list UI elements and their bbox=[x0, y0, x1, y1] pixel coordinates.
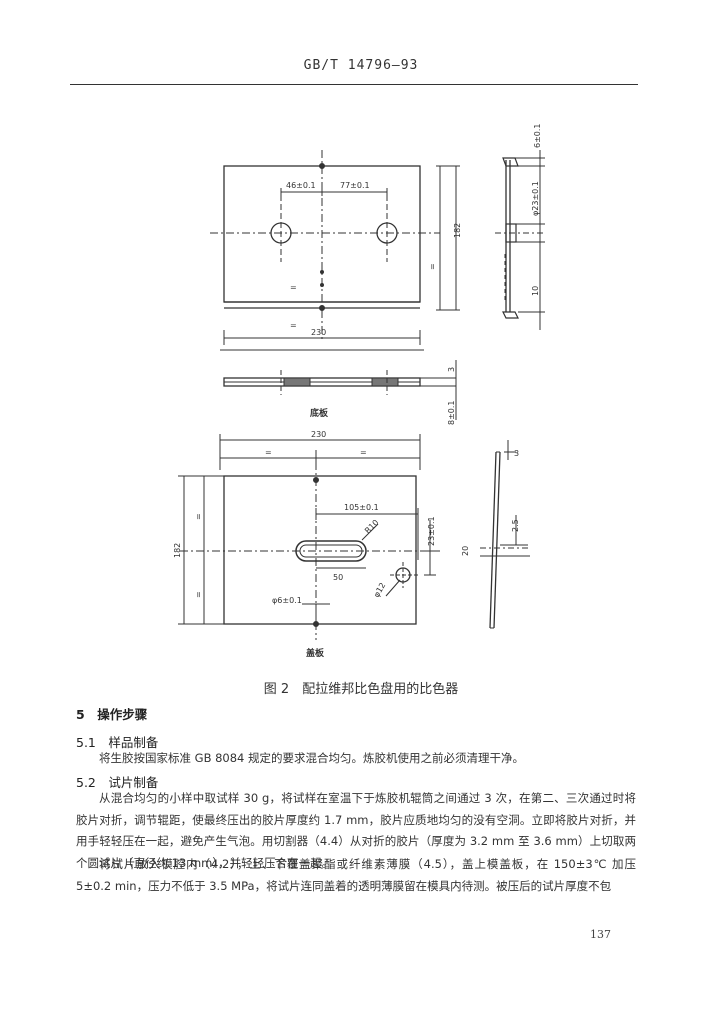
section-5-1-text: 将生胶按国家标准 GB 8084 规定的要求混合均匀。炼胶机使用之前必须清理干净… bbox=[99, 751, 525, 765]
dim-side-10: 10 bbox=[531, 286, 540, 296]
base-plate-label: 底板 bbox=[310, 407, 329, 419]
header-rule bbox=[70, 84, 638, 85]
dim-side-3: 3 bbox=[514, 449, 519, 458]
figure-caption: 图 2 配拉维邦比色盘用的比色器 bbox=[263, 682, 459, 697]
section-5-title: 5 操作步骤 bbox=[76, 707, 148, 722]
section-5-2-paragraph-2: 将试片放入模腔内（4.2），上、下覆盖聚酯或纤维素薄膜（4.5），盖上模盖板，在… bbox=[76, 857, 636, 893]
dim-side-2-5: 2.5 bbox=[511, 519, 520, 532]
cover-plate-drawing bbox=[178, 434, 440, 640]
dim-equal-mark-3: = bbox=[290, 321, 297, 330]
page-header: GB/T 14796—93 bbox=[303, 58, 419, 73]
dim-offset-8: 8±0.1 bbox=[447, 400, 456, 425]
dim-thickness-3: 3 bbox=[447, 367, 456, 372]
cover-plate-side-view bbox=[480, 440, 530, 629]
dim-equal-mark-7: = bbox=[194, 591, 203, 598]
dim-hole-spacing-left: 46±0.1 bbox=[286, 181, 316, 190]
dim-width-230-top: 230 bbox=[311, 328, 326, 337]
dim-side-6: 6±0.1 bbox=[533, 123, 542, 148]
dim-hole-6: φ6±0.1 bbox=[272, 596, 302, 605]
dim-slot-length: 105±0.1 bbox=[344, 503, 379, 512]
dim-equal-mark-1: = bbox=[428, 263, 437, 270]
page-number: 137 bbox=[590, 928, 611, 941]
base-plate-drawing bbox=[210, 150, 460, 420]
dim-hole-12: φ12 bbox=[372, 581, 388, 599]
cover-plate-label: 盖板 bbox=[306, 647, 325, 659]
dim-side-20: 20 bbox=[461, 546, 470, 556]
dim-equal-mark-2: = bbox=[290, 283, 297, 292]
dim-slot-radius: R10 bbox=[363, 518, 381, 536]
dim-height-182-top: 182 bbox=[453, 223, 462, 238]
base-plate-side-view bbox=[495, 150, 545, 330]
technical-drawing: 46±0.1 77±0.1 182 = = = 230 3 8±0.1 6±0.… bbox=[173, 123, 545, 659]
dim-equal-mark-5: = bbox=[360, 448, 367, 457]
dim-side-23: φ23±0.1 bbox=[531, 181, 540, 216]
dim-slot-width-50: 50 bbox=[333, 573, 343, 582]
section-5-2-paragraph-1: 从混合均匀的小样中取试样 30 g，将试样在室温下于炼胶机辊筒之间通过 3 次，… bbox=[76, 791, 636, 870]
section-5-1-title: 5.1 样品制备 bbox=[76, 735, 159, 750]
dim-slot-offset: 23±0.1 bbox=[427, 516, 436, 546]
dim-equal-mark-4: = bbox=[265, 448, 272, 457]
dim-equal-mark-6: = bbox=[194, 513, 203, 520]
section-5-2-title: 5.2 试片制备 bbox=[76, 775, 159, 790]
dim-height-182-bottom: 182 bbox=[173, 543, 182, 558]
dim-hole-spacing-right: 77±0.1 bbox=[340, 181, 370, 190]
dim-width-230-bottom: 230 bbox=[311, 430, 326, 439]
